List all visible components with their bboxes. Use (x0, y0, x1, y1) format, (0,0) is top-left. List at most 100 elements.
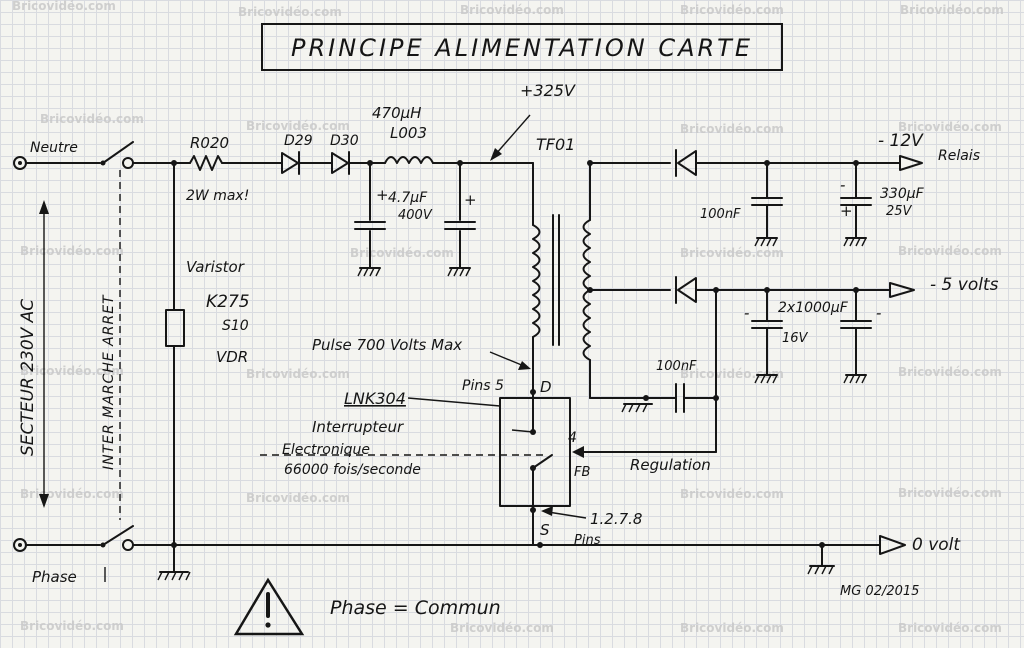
watermark: Bricovidéo.com (20, 364, 124, 378)
watermark: Bricovidéo.com (680, 246, 784, 260)
varistor-vdr: Varistor K275 S10 VDR (157, 162, 250, 581)
title-box (261, 23, 783, 71)
phase-commun-label: Phase = Commun (330, 597, 501, 619)
pulse-arrow (489, 351, 525, 367)
vdr-label: VDR (216, 348, 248, 366)
watermark: Bricovidéo.com (680, 487, 784, 501)
primary-winding (532, 224, 541, 338)
ground-icon (621, 403, 648, 413)
v5-label: - 5 volts (930, 275, 999, 295)
c2-plus: + (464, 191, 477, 209)
c1-value: 4.7µF (388, 190, 428, 206)
warning-note: Phase = Commun (233, 577, 501, 636)
inter-label: INTER MARCHE ARRET (101, 294, 117, 470)
watermark: Bricovidéo.com (900, 3, 1004, 17)
l003-value: 470µH (372, 104, 421, 122)
zero-volt-label: 0 volt (912, 535, 961, 555)
v12-label: - 12V (878, 131, 924, 151)
c1-plus: + (376, 186, 389, 204)
c1-voltage: 400V (398, 208, 433, 223)
watermark: Bricovidéo.com (898, 486, 1002, 500)
v5-output-arrow (889, 282, 915, 298)
ground-icon (843, 237, 867, 247)
watermark: Bricovidéo.com (40, 112, 144, 126)
zero-volt-output-arrow (879, 535, 906, 555)
watermark: Bricovidéo.com (246, 491, 350, 505)
c1000b-minus: - (876, 304, 881, 322)
watermark: Bricovidéo.com (450, 621, 554, 635)
watermark: Bricovidéo.com (238, 5, 342, 19)
freq-label: 66000 fois/seconde (284, 462, 421, 478)
c330-value: 330µF (880, 186, 925, 202)
watermark: Bricovidéo.com (20, 619, 124, 633)
resistor-r020 (189, 155, 223, 171)
pin4-label: 4 (568, 430, 577, 446)
tf01-label: TF01 (536, 135, 575, 154)
lnk304-body (499, 397, 571, 507)
r020-note: 2W max! (186, 188, 249, 204)
mains-input: Neutre Phase SECTEUR 230V AC INTER MARCH… (13, 140, 134, 586)
varistor-body (165, 309, 185, 347)
ground-icon (157, 571, 191, 581)
watermark: Bricovidéo.com (898, 120, 1002, 134)
watermark: Bricovidéo.com (898, 621, 1002, 635)
switch-neutre (102, 141, 134, 164)
diode-d29 (281, 152, 299, 174)
regulation-label: Regulation (630, 456, 711, 474)
common-rail: 0 volt (132, 535, 961, 575)
watermark: Bricovidéo.com (680, 3, 784, 17)
switch-phase (102, 525, 134, 546)
v325-label: +325V (520, 81, 576, 100)
ground-icon (807, 565, 834, 575)
inductor-l003 (384, 156, 434, 164)
watermark-group: Bricovidéo.com Bricovidéo.com Bricovidéo… (12, 0, 1004, 635)
input-filter: R020 2W max! D29 D30 470µH L003 + 4.7µF … (132, 81, 576, 277)
ground-icon (357, 267, 381, 277)
pin-d-label: D (540, 378, 552, 396)
c330-voltage: 25V (886, 204, 913, 219)
pins-label: Pins (574, 533, 601, 548)
electronique-label: Electronique (282, 442, 370, 458)
s10-label: S10 (222, 318, 249, 334)
watermark: Bricovidéo.com (20, 487, 124, 501)
pulse-label: Pulse 700 Volts Max (312, 336, 462, 354)
electronic-switch (532, 454, 553, 469)
k275-label: K275 (206, 292, 250, 312)
c16v-label: 16V (782, 331, 809, 346)
c2x1000-label: 2x1000µF (778, 300, 849, 316)
secteur-label: SECTEUR 230V AC (18, 299, 38, 456)
ground-icon (754, 237, 778, 247)
ground-icon (843, 374, 867, 384)
phase-label: Phase (32, 568, 77, 586)
c330-minus: - (840, 176, 845, 194)
c100nf-a-label: 100nF (700, 207, 741, 222)
watermark: Bricovidéo.com (20, 244, 124, 258)
output-12v: - 12V Relais 100nF - + 330µF 25V (589, 131, 980, 247)
varistor-label: Varistor (186, 258, 245, 276)
relais-label: Relais (938, 148, 980, 164)
watermark: Bricovidéo.com (246, 119, 350, 133)
v325-arrow (494, 114, 531, 156)
neutre-label: Neutre (30, 140, 78, 156)
interrupteur-label: Interrupteur (312, 418, 404, 436)
c330-plus: + (840, 202, 853, 220)
ground-icon (754, 374, 778, 384)
lnk304-label: LNK304 (344, 389, 406, 408)
c1000a-minus: - (744, 304, 749, 322)
watermark: Bricovidéo.com (12, 0, 116, 13)
fb-arrow (572, 446, 584, 458)
page-title: PRINCIPE ALIMENTATION CARTE (291, 34, 753, 62)
output-5v: - 5 volts 2x1000µF 16V - - 100nF (572, 275, 999, 474)
fb-label: FB (574, 465, 590, 480)
diode-d30 (331, 152, 349, 174)
warning-icon (233, 577, 305, 636)
pins1278-label: 1.2.7.8 (590, 510, 642, 528)
watermark: Bricovidéo.com (680, 621, 784, 635)
ground-icon (447, 267, 471, 277)
d29-label: D29 (284, 133, 313, 149)
signature: MG 02/2015 (840, 584, 919, 599)
v12-output-arrow (899, 155, 923, 171)
transformer-tf01: TF01 (530, 135, 593, 399)
